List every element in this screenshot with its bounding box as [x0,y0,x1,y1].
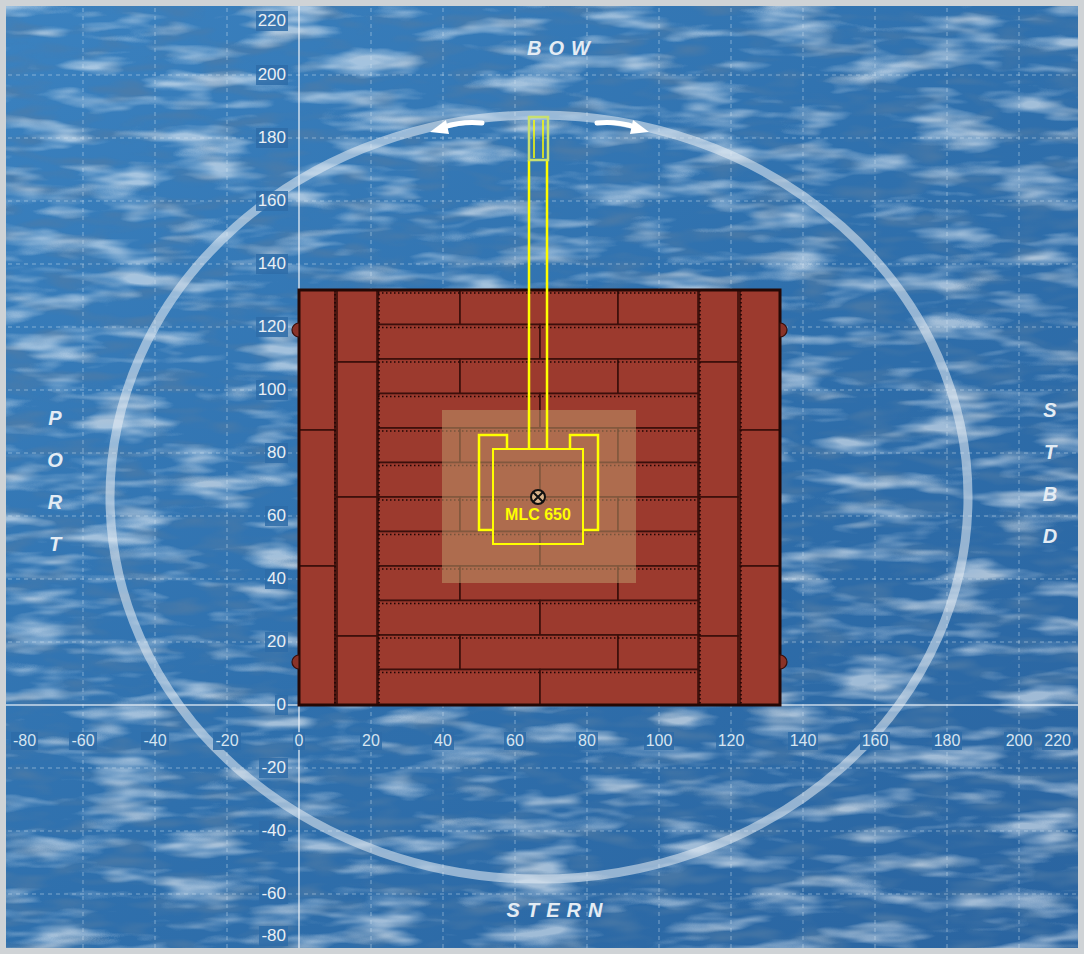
axis-tick-label: 220 [256,11,288,31]
axis-tick-label: 0 [293,732,306,750]
axis-tick-label: -40 [259,821,288,841]
boom-tip-line [542,120,544,158]
axis-tick-label: 140 [256,254,288,274]
axis-tick-label: 20 [360,732,382,750]
barge-module [299,290,780,705]
axis-tick-label: 80 [576,732,598,750]
load-zone [442,410,636,583]
direction-label: PORT [45,397,65,565]
axis-tick-label: 40 [432,732,454,750]
axis-tick-label: 20 [265,632,288,652]
axis-tick-label: -20 [213,732,240,750]
axis-tick-label: 200 [256,65,288,85]
axis-tick-label: 160 [256,191,288,211]
axis-tick-label: 200 [1004,732,1035,750]
axis-tick-label: 100 [256,380,288,400]
rotation-arrows [444,123,635,128]
axis-tick-label: -40 [141,732,168,750]
class-label: MLC 650 [505,506,571,524]
direction-label: STERN [507,899,610,921]
axis-tick-label: 180 [932,732,963,750]
turning-circle [110,115,968,879]
axis-tick-label: -80 [11,732,38,750]
axis-tick-label: 80 [265,443,288,463]
crane-outline [479,160,598,530]
axis-tick-label: -20 [259,758,288,778]
axis-tick-label: 180 [256,128,288,148]
axis-tick-label: 60 [265,506,288,526]
barge-deck [299,290,780,705]
axis-tick-label: -80 [259,926,288,946]
vehicle-footprint: MLC 650 [492,448,584,545]
boom-tip [529,117,548,160]
axis-tick-label: 120 [716,732,747,750]
axis-tick-label: 60 [504,732,526,750]
axis-tick-label: 220 [1042,732,1073,750]
axis-tick-label: 120 [256,317,288,337]
axis-tick-label: 100 [644,732,675,750]
axis-tick-label: 40 [265,569,288,589]
direction-label: STBD [1040,389,1060,557]
barge [292,290,787,705]
axis-tick-label: 140 [788,732,819,750]
barge-outline [299,290,780,705]
boom-tip-line [533,120,535,158]
direction-label: BOW [527,37,597,59]
barge-lug [292,323,787,669]
center-of-gravity [531,490,545,504]
frame [3,3,1081,951]
axis-tick-label: -60 [69,732,96,750]
axis-tick-label: 0 [275,695,288,715]
axis-tick-label: -60 [259,884,288,904]
arrow-heads [430,120,649,134]
rivet-lines [335,290,741,705]
axis-tick-label: 160 [860,732,891,750]
